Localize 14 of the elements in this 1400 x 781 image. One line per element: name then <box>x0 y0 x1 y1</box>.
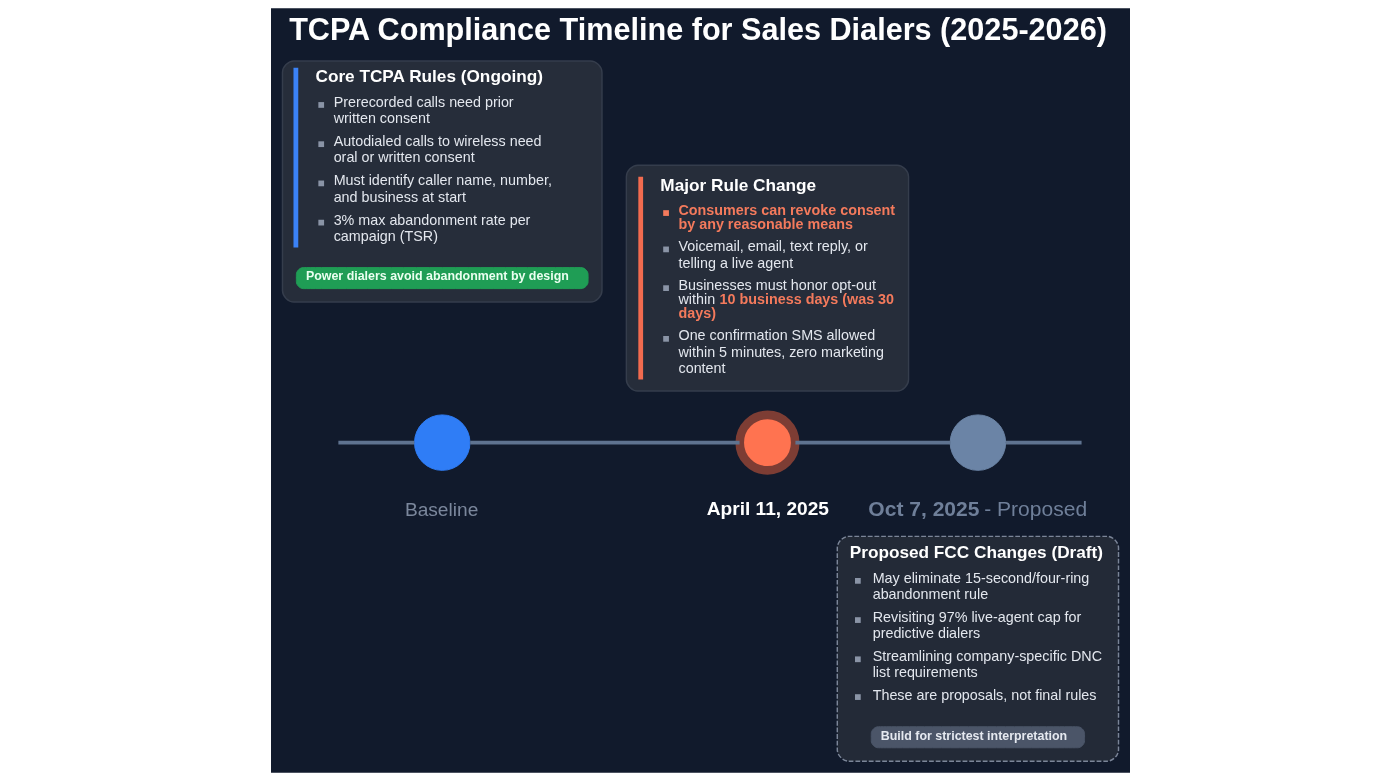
connector <box>794 440 950 445</box>
node-label: Baseline <box>404 499 478 521</box>
node-circle <box>949 414 1006 471</box>
node-box: Build for strictest interpretation <box>870 726 1085 749</box>
connector <box>337 440 414 445</box>
connector <box>1005 440 1082 445</box>
node-box: Power dialers avoid abandonment by design <box>295 267 589 290</box>
diagram-title: TCPA Compliance Timeline for Sales Dialers (2025-2026) <box>288 11 1107 46</box>
node-circle <box>413 414 470 471</box>
node-label: Oct 7, 2025 - Proposed <box>867 496 1087 520</box>
connector <box>469 440 740 445</box>
node-circle <box>734 410 799 475</box>
node-box: Major Rule Change Consumers can revoke consent by any reasonable means Voicemail, email, text reply, or telling a live agent Businesses must honor opt-out within 10 business days (was 30 days) One confirmation SMS allowed within 5 minutes, zero marketing content <box>625 164 909 392</box>
node-label: April 11, 2025 <box>706 498 829 520</box>
